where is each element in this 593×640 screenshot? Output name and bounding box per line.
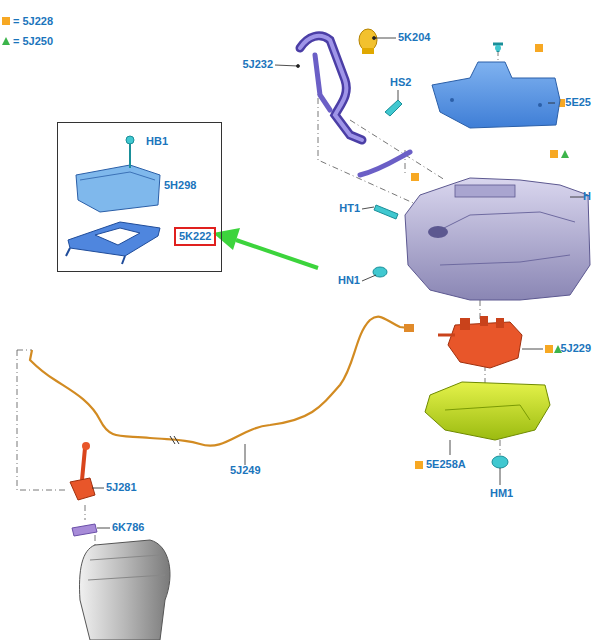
- callout-number: HM1: [490, 487, 513, 500]
- callout-number: 5E25: [565, 96, 591, 109]
- inset-parts: [66, 136, 160, 264]
- inset-frame: HB1 5H298 5K222: [57, 122, 222, 272]
- fuel-tank: [405, 178, 590, 300]
- callout-number: 5J232: [242, 58, 273, 71]
- part-number: HB1: [146, 135, 168, 148]
- callout-number: HT1: [339, 202, 360, 215]
- heater: [448, 322, 522, 368]
- callout-number: 5J249: [230, 464, 261, 477]
- wire-harness: [30, 317, 408, 446]
- callout-number: H: [583, 190, 591, 203]
- callout-number: 5E258A: [426, 458, 466, 471]
- leader-lines: [92, 37, 584, 529]
- callout-number: 6K786: [112, 521, 144, 534]
- catalytic-converter: [80, 540, 170, 640]
- heater-shield: [425, 382, 550, 440]
- filler-pipe: [300, 36, 362, 140]
- callout-number: HN1: [338, 274, 360, 287]
- pointer-arrow: [236, 240, 318, 268]
- part-number: 5H298: [164, 179, 196, 192]
- legend-text: = 5J228: [13, 15, 53, 28]
- callout-number: 5K204: [398, 31, 430, 44]
- legend-triangle: [1, 36, 11, 46]
- callout-number: 5J229: [560, 342, 591, 355]
- part-number: 5K222: [179, 230, 211, 243]
- highlight-box: 5K222: [174, 227, 216, 246]
- callout-number: HS2: [390, 76, 411, 89]
- assembly-lines: [17, 50, 500, 550]
- heat-shield: [432, 62, 560, 128]
- legend-text: = 5J250: [13, 35, 53, 48]
- callout-number: 5J281: [106, 481, 137, 494]
- legend-swatch: [2, 17, 10, 25]
